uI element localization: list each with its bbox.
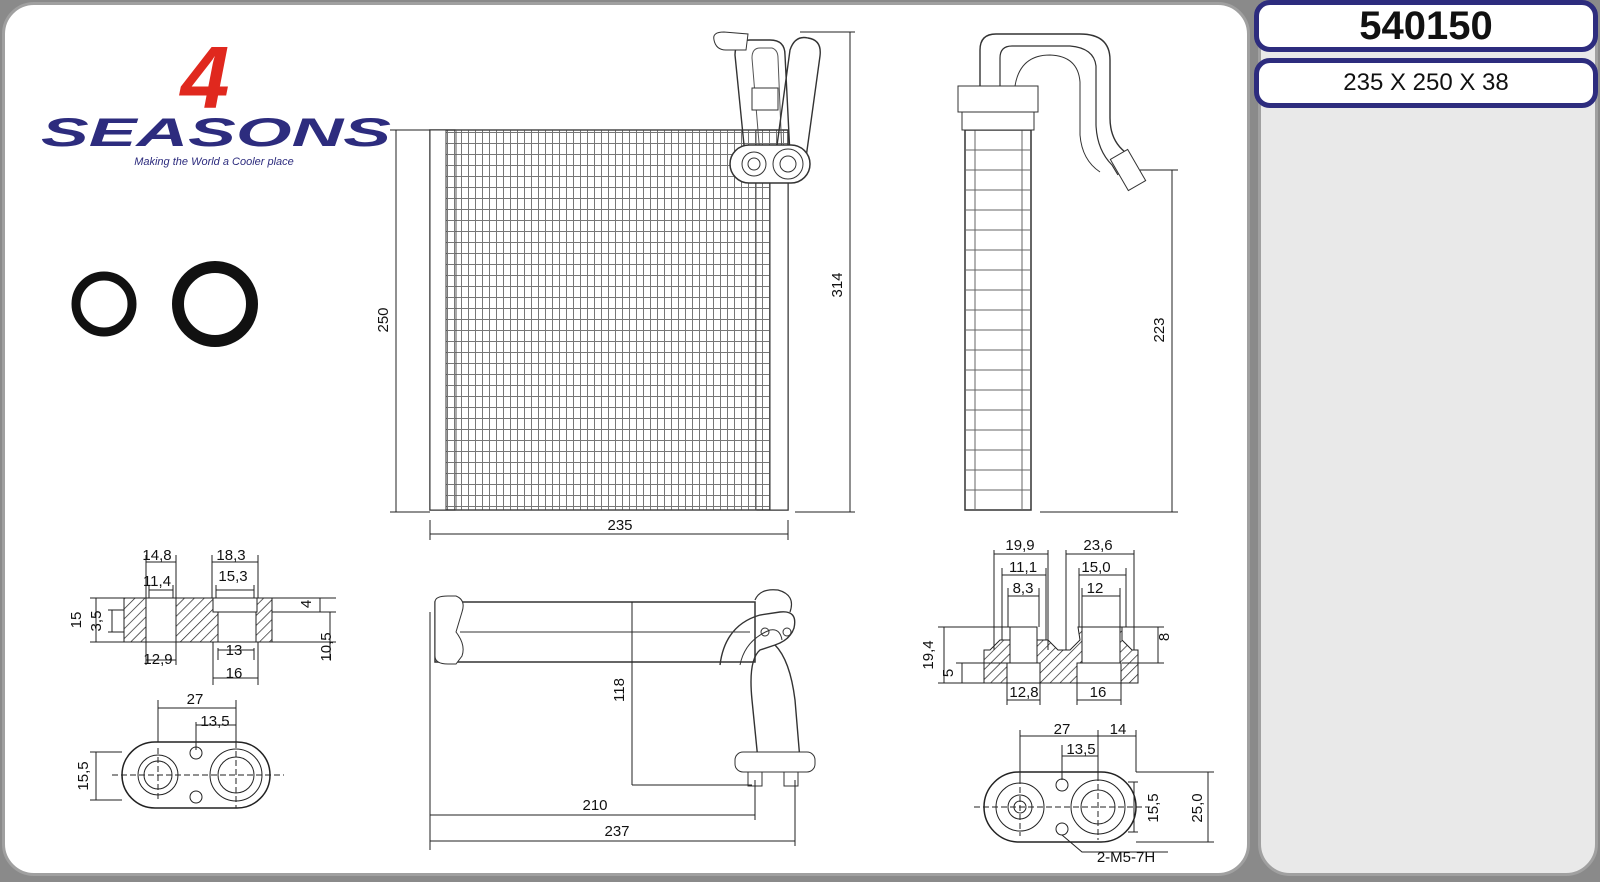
- dim-len-237: 237: [604, 823, 629, 840]
- logo-name: SEASONS: [41, 111, 392, 155]
- part-dimensions: 235 X 250 X 38: [1254, 58, 1598, 108]
- flange-left-plan: [90, 700, 284, 809]
- dim-frp-d: 15,5: [1145, 793, 1162, 822]
- dim-fr-f: 12: [1087, 580, 1104, 597]
- side-view-dimensions: [1040, 169, 1178, 513]
- side-view-fins: [965, 130, 1031, 510]
- dim-flp-c: 15,5: [75, 761, 92, 790]
- dim-overall: 314: [829, 272, 846, 297]
- front-view: [429, 31, 821, 511]
- dim-fr-b: 23,6: [1083, 537, 1112, 554]
- top-view-dimensions: [429, 602, 796, 850]
- top-view: [434, 589, 816, 787]
- dim-fl-j: 13: [226, 642, 243, 659]
- dim-fl-k: 16: [226, 665, 243, 682]
- dim-flp-a: 27: [187, 691, 204, 708]
- dim-fl-d: 15,3: [218, 568, 247, 585]
- dim-fl-h: 10,5: [318, 632, 335, 661]
- dim-fr-k: 16: [1090, 684, 1107, 701]
- dim-height: 250: [375, 307, 392, 332]
- dim-fl-i: 12,9: [143, 651, 172, 668]
- dim-frp-b: 14: [1110, 721, 1127, 738]
- flange-right-section: [938, 550, 1164, 705]
- dim-fr-g: 19,4: [920, 640, 937, 669]
- dim-fl-f: 3,5: [88, 611, 105, 632]
- dim-frp-a: 27: [1054, 721, 1071, 738]
- dim-fr-d: 15,0: [1081, 559, 1110, 576]
- flange-right-plan: [974, 730, 1214, 853]
- dim-fr-a: 19,9: [1005, 537, 1034, 554]
- dim-frp-f: 2-M5-7H: [1097, 849, 1155, 866]
- dim-fl-c: 11,4: [143, 573, 171, 590]
- dim-frp-c: 13,5: [1066, 741, 1095, 758]
- dim-side-height: 223: [1151, 317, 1168, 342]
- front-view-dimensions: [390, 31, 855, 540]
- dim-frp-e: 25,0: [1189, 793, 1206, 822]
- flange-left-section: [90, 555, 336, 685]
- dim-flp-b: 13,5: [200, 713, 229, 730]
- info-panel: [1258, 2, 1598, 876]
- side-view: [957, 33, 1147, 511]
- dim-fr-e: 8,3: [1013, 580, 1034, 597]
- o-ring-small: [71, 271, 137, 337]
- dim-fr-h: 5: [940, 669, 957, 677]
- o-rings: [71, 261, 258, 347]
- dim-depth: 118: [611, 678, 628, 702]
- logo-tagline: Making the World a Cooler place: [134, 156, 294, 168]
- dim-fl-a: 14,8: [142, 547, 171, 564]
- dim-fl-b: 18,3: [216, 547, 245, 564]
- dim-fl-e: 15: [68, 612, 85, 629]
- logo-digit: 4: [179, 28, 230, 127]
- part-number: 540150: [1254, 0, 1598, 52]
- brand-logo: 4 SEASONS Making the World a Cooler plac…: [41, 28, 392, 168]
- dim-fr-j: 12,8: [1009, 684, 1038, 701]
- dim-width: 235: [607, 517, 632, 534]
- dim-len-210: 210: [582, 797, 607, 814]
- dim-fl-g: 4: [298, 600, 315, 608]
- o-ring-large: [172, 261, 258, 347]
- dim-fr-i: 8: [1156, 633, 1173, 641]
- dim-fr-c: 11,1: [1009, 559, 1037, 576]
